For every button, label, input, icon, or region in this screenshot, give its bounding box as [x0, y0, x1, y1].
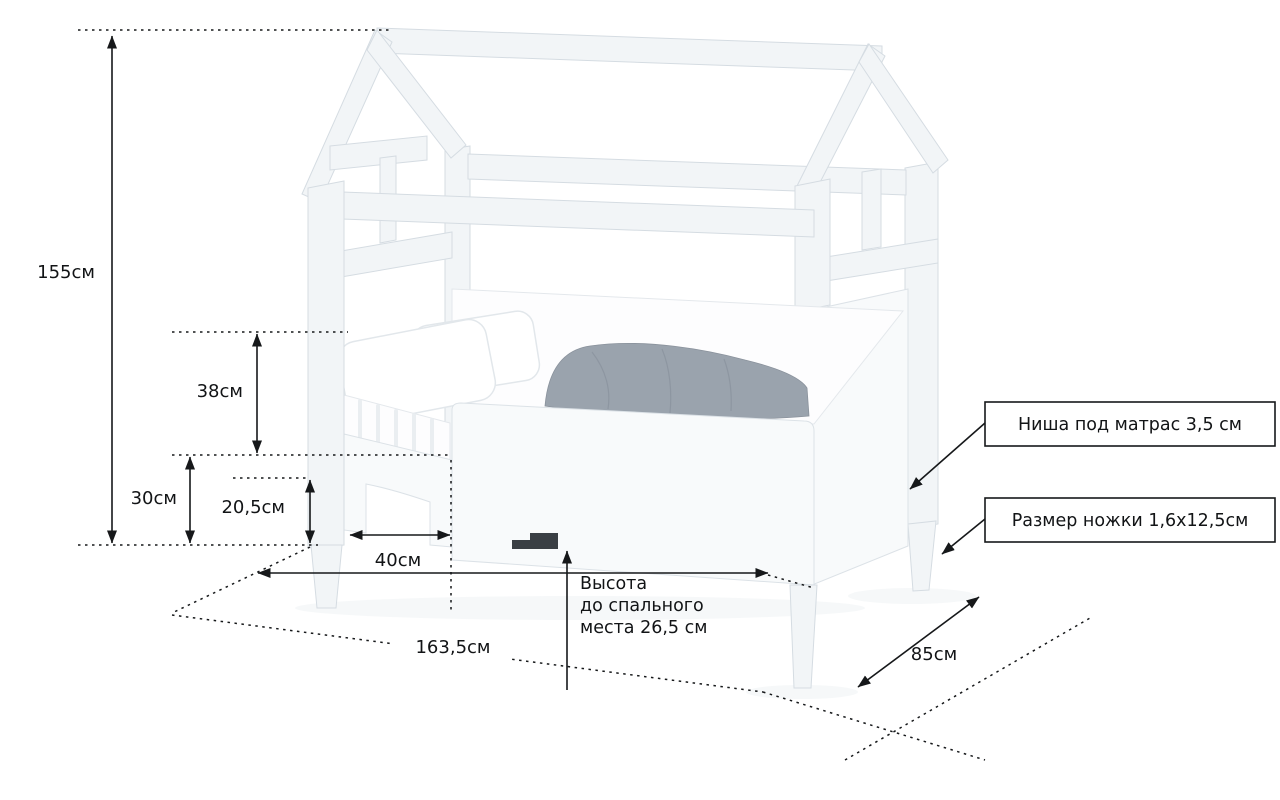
floor-line-left — [171, 546, 311, 614]
front-guard-panel — [451, 402, 815, 586]
sleep-height-note-line1: Высота — [580, 574, 647, 594]
dim-label-40: 40см — [375, 550, 421, 571]
front-top-rail — [341, 191, 815, 238]
left-gable-right-slope — [366, 29, 467, 159]
dim-label-30: 30см — [131, 488, 177, 509]
annotations: 155см 38см 30см 20,5см 40см 163,5см Высо… — [37, 29, 1276, 761]
sleep-height-note-line2: до спального — [580, 596, 704, 616]
front-right-leg — [789, 584, 818, 689]
niche-callout-arrow — [909, 422, 986, 490]
roof-ridge-beam — [376, 27, 883, 72]
mattress-ribs — [358, 399, 434, 460]
back-top-rail — [467, 153, 907, 196]
floor-line-front — [171, 614, 764, 693]
rear-right-post — [904, 161, 939, 530]
leg-callout-box — [984, 497, 1276, 543]
niche-callout-label: Ниша под матрас 3,5 см — [1018, 415, 1242, 435]
bed-illustration — [295, 27, 976, 699]
dim-label-205: 20,5см — [221, 497, 285, 518]
right-gable-right-slope — [858, 43, 949, 174]
dim-line-depth — [857, 596, 980, 688]
blanket-fold — [723, 358, 732, 412]
front-left-leg — [310, 544, 343, 609]
dim-label-length: 163,5см — [415, 637, 490, 658]
right-gable-vertical-bar — [861, 168, 882, 251]
bed-shadow — [295, 596, 865, 620]
niche-callout-box — [984, 401, 1276, 447]
length-label-backing — [394, 632, 512, 660]
blanket-fold — [591, 351, 610, 410]
dim-label-depth: 85см — [911, 644, 957, 665]
leg-shadow-right — [848, 588, 976, 604]
dim-label-guard-height: 38см — [197, 381, 243, 402]
sleep-height-note-line3: места 26,5 см — [580, 618, 707, 638]
leg-callout-arrow — [941, 518, 986, 555]
left-end-panel — [343, 433, 453, 548]
step-detail-icon — [512, 533, 558, 549]
floor-line-bottom-right-1 — [762, 691, 986, 761]
rear-right-leg — [907, 520, 937, 592]
floor-line-bottom-right-2 — [844, 617, 1091, 761]
dim-label-total-height: 155см — [37, 262, 95, 283]
left-gable-upper-bar — [329, 135, 428, 171]
front-right-post-upper — [794, 178, 831, 313]
leg-shadow-front — [746, 685, 858, 699]
leg-callout-label: Размер ножки 1,6x12,5см — [1012, 511, 1249, 531]
blanket-fold — [661, 348, 672, 414]
floor-line-corner — [767, 574, 815, 589]
front-left-post — [307, 180, 345, 549]
